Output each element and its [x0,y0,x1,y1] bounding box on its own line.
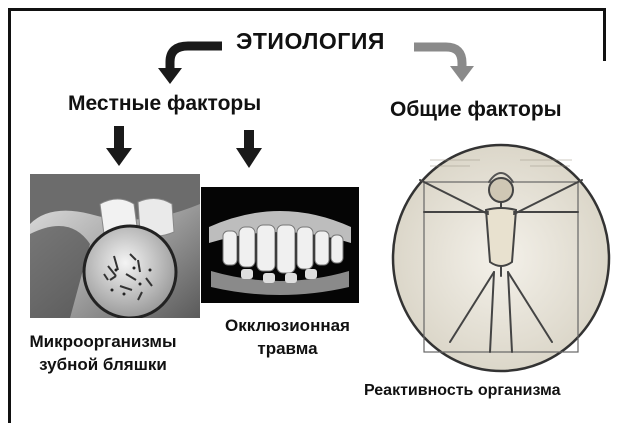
curved-arrow-left-icon [158,46,222,84]
vitruvian-man-drawing [390,142,612,374]
down-arrow-icon [106,126,132,166]
down-arrow-icon [236,130,262,168]
general-factors-heading: Общие факторы [390,98,562,122]
caption-plaque-microorganisms: Микроорганизмы зубной бляшки [6,330,200,376]
occlusal-trauma-teeth-photo [201,187,359,303]
curved-arrow-right-icon [414,47,474,82]
caption-organism-reactivity: Реактивность организма [364,382,561,400]
diagram-title: ЭТИОЛОГИЯ [236,28,385,55]
local-factors-heading: Местные факторы [68,92,261,116]
dental-plaque-microorganisms-photo [30,174,200,318]
caption-occlusal-trauma: Окклюзионная травма [205,314,370,360]
